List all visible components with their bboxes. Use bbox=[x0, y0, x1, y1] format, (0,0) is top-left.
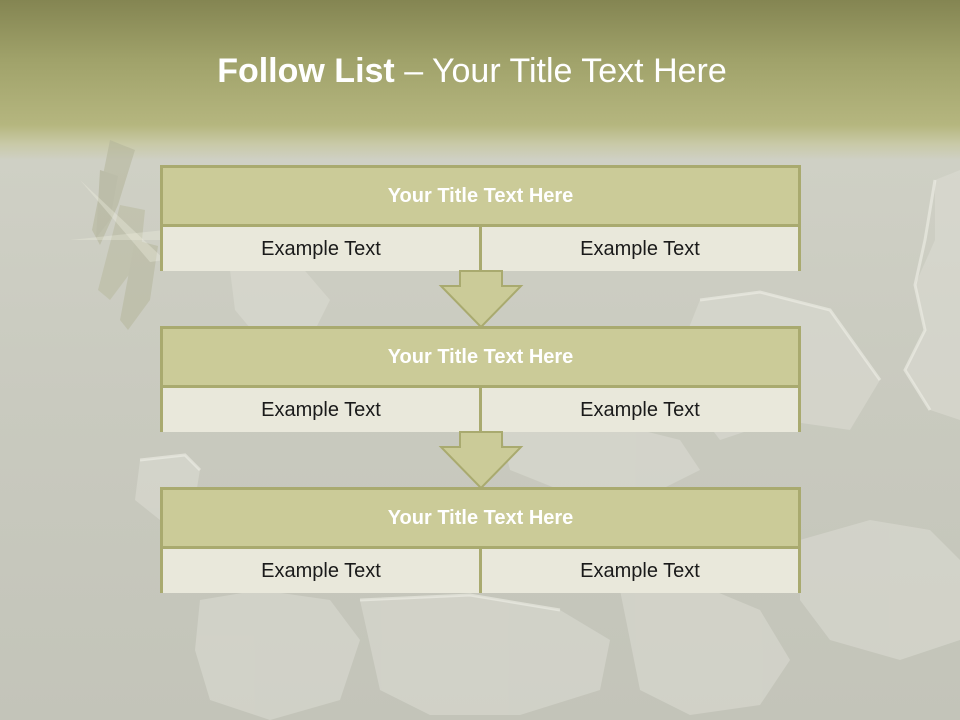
title-strong: Follow List bbox=[217, 52, 395, 90]
list-block-1: Your Title Text Here Example Text Exampl… bbox=[160, 165, 801, 271]
block-row: Example Text Example Text bbox=[163, 227, 798, 271]
down-arrow-icon bbox=[438, 270, 524, 328]
list-block-2: Your Title Text Here Example Text Exampl… bbox=[160, 326, 801, 432]
block-cell-right: Example Text bbox=[479, 227, 798, 271]
block-cell-left: Example Text bbox=[163, 227, 479, 271]
down-arrow-icon bbox=[438, 431, 524, 489]
block-row: Example Text Example Text bbox=[163, 388, 798, 432]
block-title: Your Title Text Here bbox=[163, 168, 798, 227]
slide-title: Follow List – Your Title Text Here bbox=[0, 52, 944, 91]
block-title: Your Title Text Here bbox=[163, 490, 798, 549]
header-band bbox=[0, 0, 960, 160]
list-block-3: Your Title Text Here Example Text Exampl… bbox=[160, 487, 801, 593]
block-row: Example Text Example Text bbox=[163, 549, 798, 593]
block-cell-left: Example Text bbox=[163, 388, 479, 432]
title-rest: – Your Title Text Here bbox=[404, 52, 727, 90]
block-cell-left: Example Text bbox=[163, 549, 479, 593]
block-title: Your Title Text Here bbox=[163, 329, 798, 388]
block-cell-right: Example Text bbox=[479, 388, 798, 432]
block-cell-right: Example Text bbox=[479, 549, 798, 593]
